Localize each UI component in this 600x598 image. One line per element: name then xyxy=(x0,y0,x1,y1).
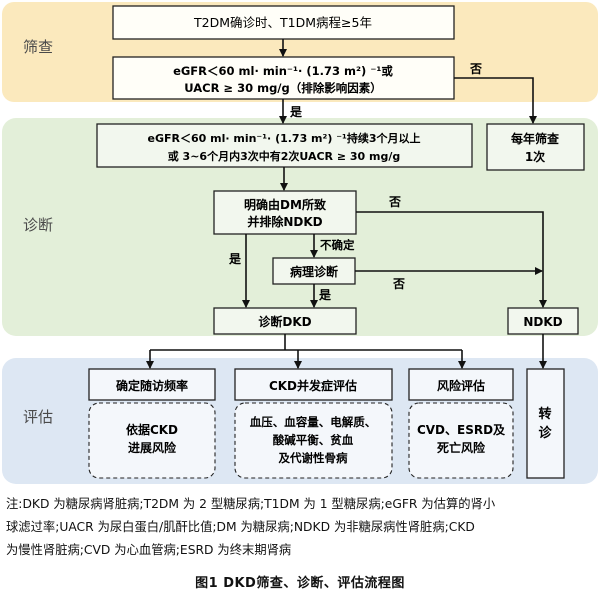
dm-cause-node xyxy=(213,190,357,235)
footnote-line-2: 球滤过率;UACR 为尿白蛋白/肌酐比值;DM 为糖尿病;NDKD 为非糖尿病性… xyxy=(6,520,475,534)
arrow-dmcause-no-ndkd xyxy=(356,211,547,308)
referral-text-2: 诊 xyxy=(538,425,552,441)
referral-node xyxy=(526,368,565,479)
footnote: 注:DKD 为糖尿病肾脏病;T2DM 为 2 型糖尿病;T1DM 为 1 型糖尿… xyxy=(6,493,594,562)
start-node-text: T2DM确诊时、T1DM病程≥5年 xyxy=(193,15,372,30)
flowchart: 筛查 诊断 评估 T2DM确诊时、T1DM病程≥5年 eGFR＜60 ml· m… xyxy=(2,2,598,484)
figure-caption: 图1 DKD筛查、诊断、评估流程图 xyxy=(195,576,405,591)
annual-screening-line1: 每年筛查 xyxy=(511,131,560,146)
ndkd-node-text: NDKD xyxy=(523,315,562,329)
followup-detail xyxy=(88,402,216,479)
annual-screening-line2: 1次 xyxy=(525,149,545,164)
dm-cause-line2: 并排除NDKD xyxy=(247,214,322,229)
persistent-criteria-line1: eGFR＜60 ml· min⁻¹· (1.73 m²) ⁻¹持续3个月以上 xyxy=(148,131,421,145)
label-dmcause-no: 否 xyxy=(388,195,401,209)
screening-criteria-line2: UACR ≥ 30 mg/g（排除影响因素） xyxy=(184,81,381,95)
dkd-diagnosis-text: 诊断DKD xyxy=(258,314,311,329)
phase-diagnosis-label: 诊断 xyxy=(23,216,53,234)
pathology-node-text: 病理诊断 xyxy=(290,264,338,279)
followup-node xyxy=(88,368,216,401)
footnote-line-3: 为慢性肾脏病;CVD 为心血管病;ESRD 为终末期肾病 xyxy=(6,543,292,557)
dm-cause-line1: 明确由DM所致 xyxy=(244,197,327,212)
label-pathology-yes: 是 xyxy=(318,288,332,302)
risk-detail-line1: CVD、ESRD及 xyxy=(417,423,506,437)
risk-node-text: 风险评估 xyxy=(437,378,485,393)
ndkd-node xyxy=(507,307,579,335)
label-screen-no: 否 xyxy=(469,62,482,76)
persistent-criteria-line2: 或 3~6个月内3次中有2次UACR ≥ 30 mg/g xyxy=(168,149,401,163)
label-pathology-no: 否 xyxy=(392,277,405,291)
arrow-screen-no-annual xyxy=(454,77,537,124)
start-node xyxy=(112,5,455,40)
label-dmcause-unsure: 不确定 xyxy=(320,238,355,252)
screening-criteria-line1: eGFR＜60 ml· min⁻¹· (1.73 m²) ⁻¹或 xyxy=(173,64,393,78)
complication-detail xyxy=(234,402,393,479)
footnote-line-1: 注:DKD 为糖尿病肾脏病;T2DM 为 2 型糖尿病;T1DM 为 1 型糖尿… xyxy=(6,497,496,511)
complication-node xyxy=(234,368,393,401)
risk-node xyxy=(408,368,514,401)
complication-detail-line2: 酸碱平衡、贫血 xyxy=(273,433,354,447)
complication-detail-line3: 及代谢性骨病 xyxy=(279,451,348,465)
annual-screening-node xyxy=(486,123,585,171)
label-dmcause-yes: 是 xyxy=(228,252,242,266)
followup-node-text: 确定随访频率 xyxy=(116,378,188,393)
phase-screening-label: 筛查 xyxy=(23,38,53,56)
followup-detail-line2: 进展风险 xyxy=(128,440,177,455)
dkd-diagnosis-node xyxy=(213,307,357,335)
phase-evaluation-label: 评估 xyxy=(23,408,53,426)
complication-node-text: CKD并发症评估 xyxy=(269,378,357,393)
referral-text-1: 转 xyxy=(538,406,551,422)
complication-detail-line1: 血压、血容量、电解质、 xyxy=(250,415,377,429)
followup-detail-line1: 依据CKD xyxy=(126,422,178,437)
persistent-criteria-node xyxy=(96,123,473,168)
risk-detail xyxy=(408,402,514,479)
risk-detail-line2: 死亡风险 xyxy=(437,440,486,455)
label-screen-yes: 是 xyxy=(289,105,303,119)
